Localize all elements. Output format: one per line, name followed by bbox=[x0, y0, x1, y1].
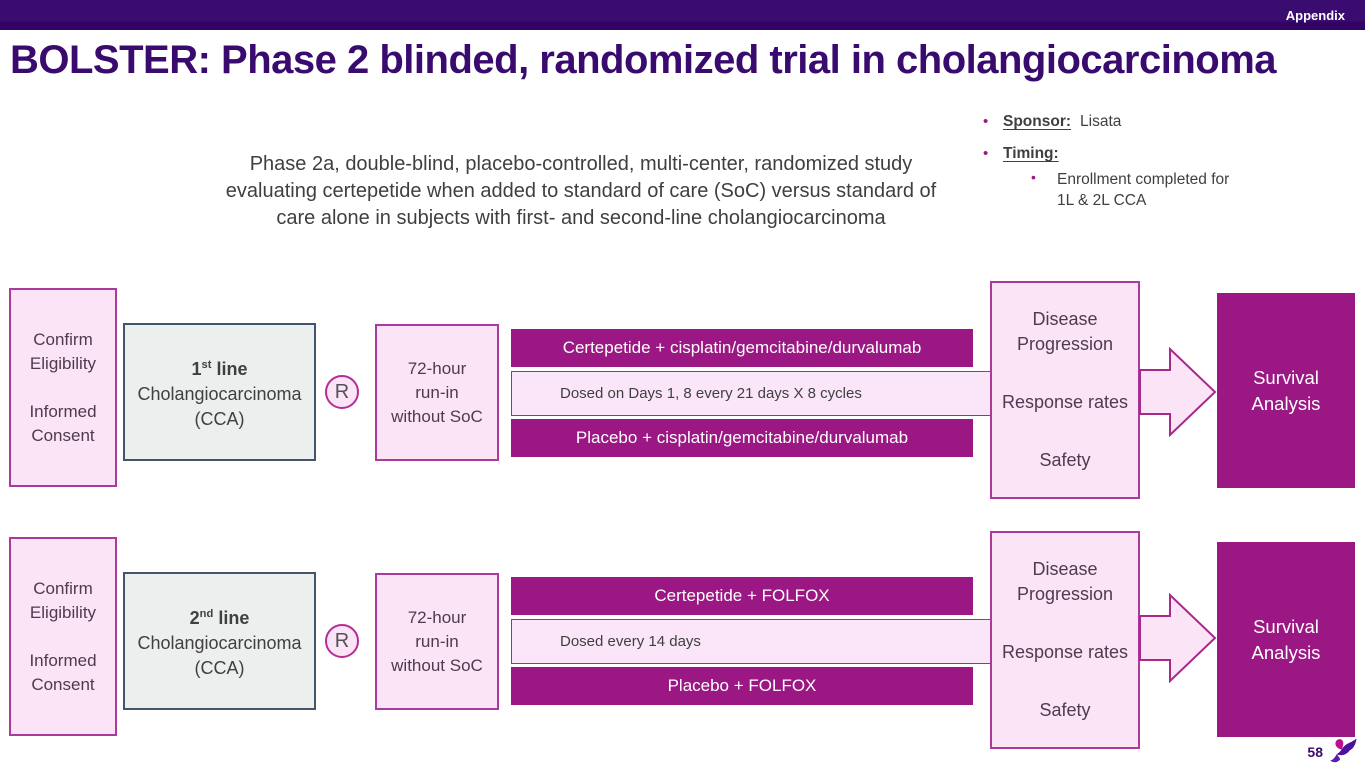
timing-bullet: • Timing: bbox=[975, 145, 1360, 163]
cohort-abbr: (CCA) bbox=[194, 657, 245, 678]
flow-arrow-icon bbox=[1139, 592, 1217, 684]
randomization-circle-1: R bbox=[325, 375, 359, 409]
timing-label: Timing: bbox=[1003, 145, 1059, 162]
page-title: BOLSTER: Phase 2 blinded, randomized tri… bbox=[10, 38, 1277, 82]
dosing-bar-1: Dosed on Days 1, 8 every 21 days X 8 cyc… bbox=[511, 371, 991, 416]
info-panel: • Sponsor: Lisata • Timing: • Enrollment … bbox=[975, 113, 1360, 217]
consent-text: Informed Consent bbox=[29, 650, 97, 694]
line-number: 2 bbox=[189, 607, 200, 628]
cohort-name: Cholangiocarcinoma bbox=[137, 632, 302, 653]
line-ordinal: st bbox=[201, 358, 212, 371]
arm-certepetide-1: Certepetide + cisplatin/gemcitabine/durv… bbox=[511, 329, 973, 367]
eligibility-text: Confirm Eligibility bbox=[29, 329, 97, 373]
randomization-circle-2: R bbox=[325, 624, 359, 658]
survival-box-2: Survival Analysis bbox=[1217, 542, 1355, 737]
flow-arrow-icon bbox=[1139, 346, 1217, 438]
sponsor-value: Lisata bbox=[1080, 113, 1122, 130]
eligibility-box-2: Confirm Eligibility Informed Consent bbox=[9, 537, 117, 736]
arm-placebo-1: Placebo + cisplatin/gemcitabine/durvalum… bbox=[511, 419, 973, 457]
runin-box-2: 72-hour run-in without SoC bbox=[375, 573, 499, 710]
section-tag: Appendix bbox=[1285, 7, 1345, 23]
outcomes-box-1: Disease Progression Response rates Safet… bbox=[990, 281, 1140, 499]
eligibility-box-1: Confirm Eligibility Informed Consent bbox=[9, 288, 117, 487]
cohort-abbr: (CCA) bbox=[194, 408, 245, 429]
page-number: 58 bbox=[1307, 744, 1323, 760]
dosing-bar-2: Dosed every 14 days bbox=[511, 619, 991, 664]
line-number: 1 bbox=[191, 358, 202, 379]
bullet-icon: • bbox=[983, 113, 989, 130]
survival-box-1: Survival Analysis bbox=[1217, 293, 1355, 488]
outcome-item: Safety bbox=[1039, 450, 1091, 470]
study-description: Phase 2a, double-blind, placebo-controll… bbox=[225, 153, 937, 229]
bullet-icon: • bbox=[983, 145, 989, 162]
consent-text: Informed Consent bbox=[29, 401, 97, 445]
line-word: line bbox=[216, 358, 248, 379]
arm-placebo-2: Placebo + FOLFOX bbox=[511, 667, 973, 705]
outcome-item: Disease Progression bbox=[1016, 309, 1114, 354]
bullet-icon: • bbox=[1031, 169, 1036, 185]
lisata-hummingbird-logo-icon bbox=[1329, 737, 1357, 764]
arm-certepetide-2: Certepetide + FOLFOX bbox=[511, 577, 973, 615]
cohort-name: Cholangiocarcinoma bbox=[137, 383, 302, 404]
sponsor-bullet: • Sponsor: Lisata bbox=[975, 113, 1360, 131]
line-word: line bbox=[218, 607, 250, 628]
sponsor-label: Sponsor: bbox=[1003, 113, 1072, 130]
outcomes-box-2: Disease Progression Response rates Safet… bbox=[990, 531, 1140, 749]
outcome-item: Response rates bbox=[1001, 642, 1129, 662]
outcome-item: Disease Progression bbox=[1016, 559, 1114, 604]
outcome-item: Safety bbox=[1039, 700, 1091, 720]
line-ordinal: nd bbox=[199, 607, 214, 620]
timing-sub-bullet: • Enrollment completed for 1L & 2L CCA bbox=[1031, 169, 1360, 211]
header-bar: Appendix bbox=[0, 0, 1365, 30]
eligibility-text: Confirm Eligibility bbox=[29, 578, 97, 622]
outcome-item: Response rates bbox=[1001, 392, 1129, 412]
runin-box-1: 72-hour run-in without SoC bbox=[375, 324, 499, 461]
timing-detail: Enrollment completed for 1L & 2L CCA bbox=[1057, 171, 1230, 209]
